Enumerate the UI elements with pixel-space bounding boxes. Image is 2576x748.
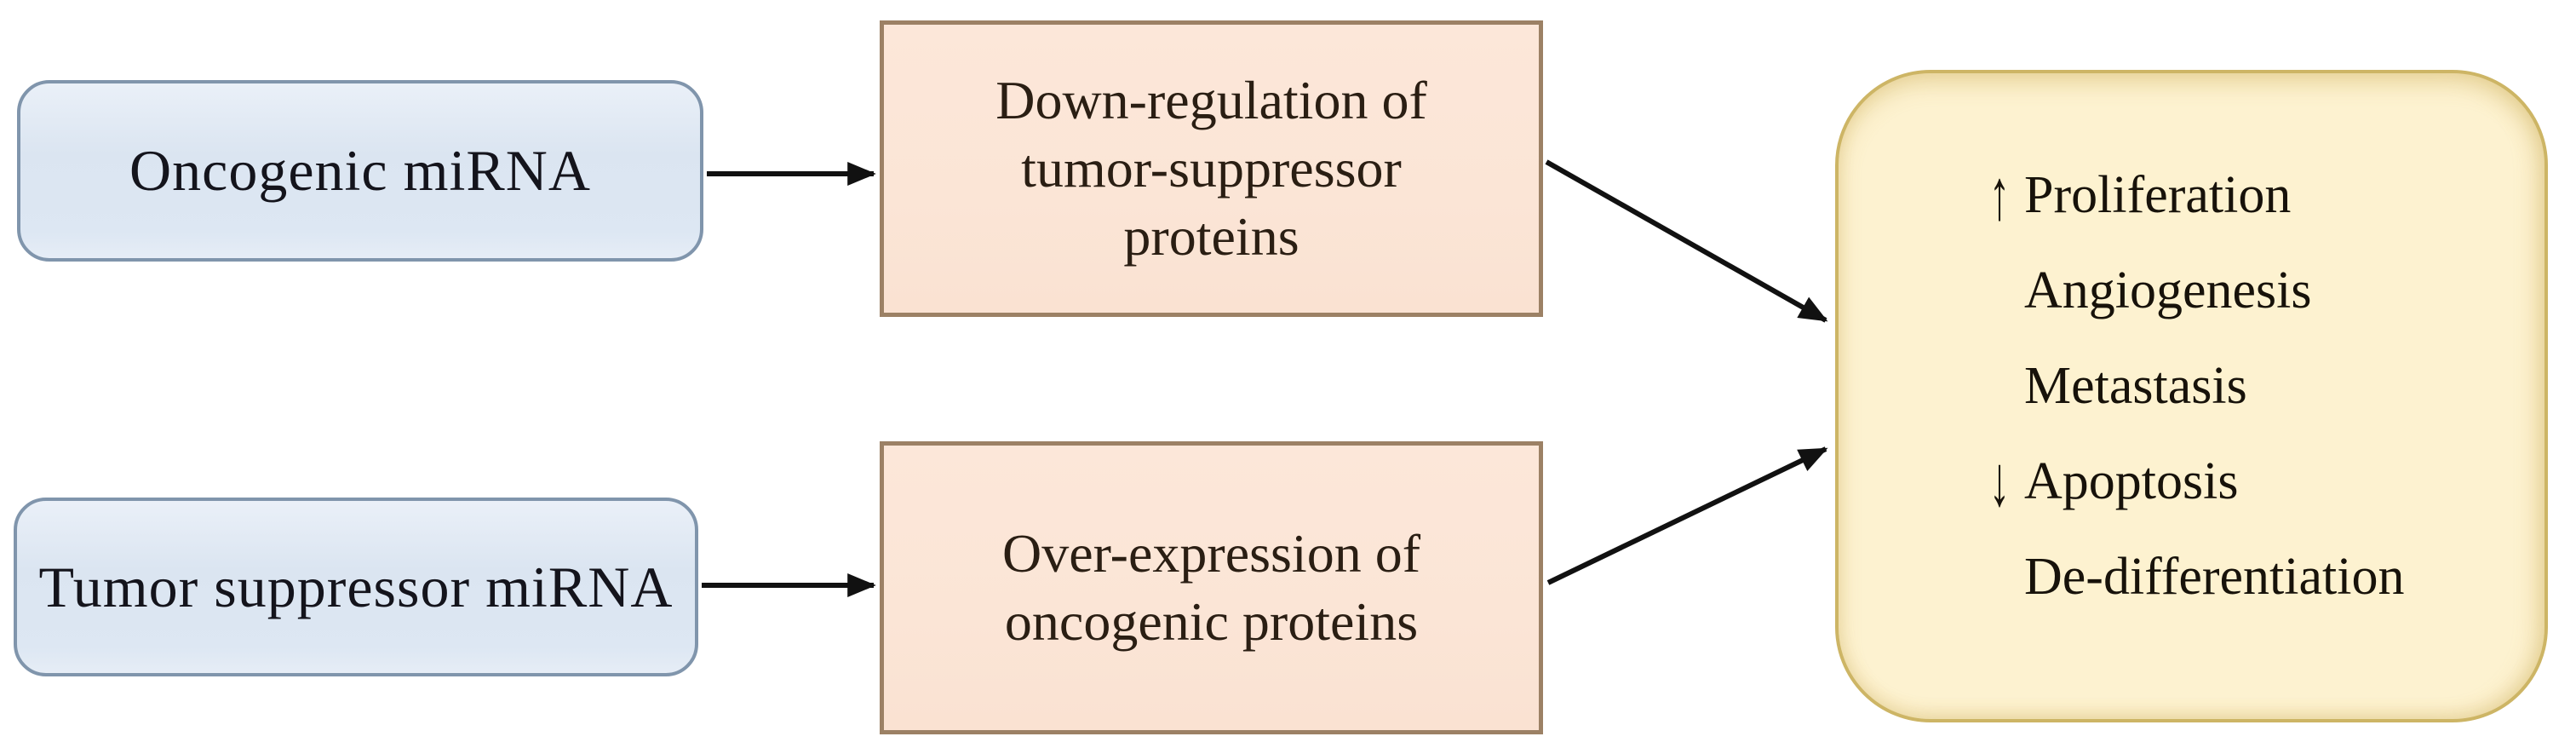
outcome-label: De-differentiation	[2024, 547, 2405, 606]
arrow-overexpression-to-outcomes	[1546, 446, 1828, 585]
arrow-downregulation-to-outcomes	[1545, 159, 1828, 323]
outcome-row-proliferation: ↑ Proliferation	[1975, 147, 2404, 243]
node-downregulation-tumor-suppressor-proteins: Down-regulation of tumor-suppressor prot…	[880, 20, 1543, 317]
node-oncogenic-mirna-label: Oncogenic miRNA	[129, 138, 591, 203]
node-tumor-suppressor-mirna: Tumor suppressor miRNA	[14, 498, 698, 676]
outcome-label: Apoptosis	[2024, 452, 2239, 510]
outcome-row-metastasis: Metastasis	[1975, 338, 2404, 434]
outcome-row-apoptosis: ↓ Apoptosis	[1975, 434, 2404, 529]
node-overexpression-oncogenic-proteins: Over-expression of oncogenic proteins	[880, 441, 1543, 734]
downregulation-line-1: Down-regulation of	[995, 70, 1427, 130]
outcome-row-angiogenesis: Angiogenesis	[1975, 243, 2404, 338]
outcome-row-dedifferentiation: De-differentiation	[1975, 529, 2404, 624]
overexpression-line-1: Over-expression of	[1002, 523, 1420, 584]
outcome-list: ↑ Proliferation Angiogenesis Metastasis …	[1975, 147, 2405, 624]
overexpression-line-2: oncogenic proteins	[1004, 591, 1419, 652]
node-oncogenic-mirna: Oncogenic miRNA	[17, 80, 703, 262]
up-arrow-icon: ↑	[1988, 154, 2011, 235]
downregulation-line-2: tumor-suppressor	[1021, 138, 1402, 199]
node-tumor-suppressor-mirna-label: Tumor suppressor miRNA	[38, 554, 674, 619]
outcome-label: Metastasis	[2024, 356, 2247, 415]
node-cellular-outcomes: ↑ Proliferation Angiogenesis Metastasis …	[1835, 70, 2548, 722]
downregulation-line-3: proteins	[1123, 206, 1299, 267]
down-arrow-icon: ↓	[1988, 440, 2011, 521]
outcome-label: Proliferation	[2024, 165, 2292, 224]
outcome-label: Angiogenesis	[2024, 261, 2312, 319]
